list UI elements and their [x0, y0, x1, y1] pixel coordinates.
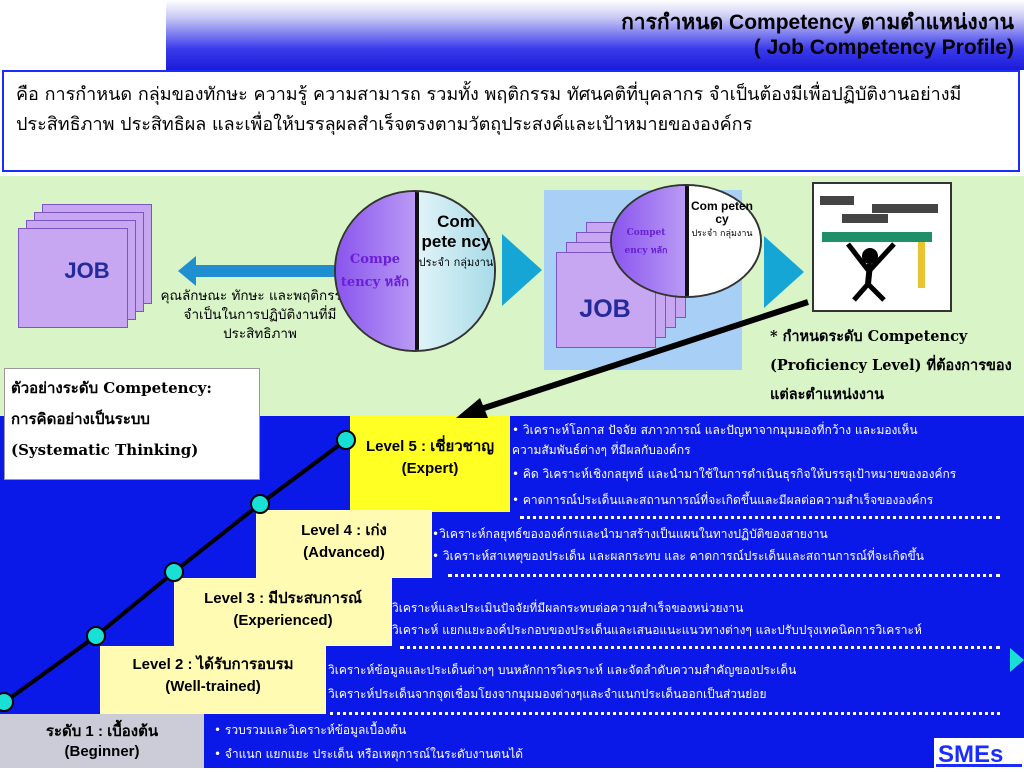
level-3-sub: (Experienced) [233, 612, 333, 629]
chevron-right-icon-2 [764, 236, 804, 308]
logo-text: SMEs [938, 741, 1003, 768]
level-4-bullet: •วิเคราะห์กลยุทธ์ขององค์กรและนำมาสร้างเป… [432, 527, 828, 541]
smes-logo-icon: SMEs [936, 741, 1022, 768]
double-arrow-icon [178, 256, 354, 286]
level-5-bullet: • คาดการณ์ประเด็นและสถานการณ์ที่จะเกิดขึ… [512, 493, 934, 507]
definition-text: คือ การกำหนด กลุ่มของทักษะ ความรู้ ความส… [16, 84, 962, 135]
divider [520, 516, 1000, 519]
level-1-name: ระดับ 1 : เบื้องต้น [45, 723, 159, 740]
level-2-marker [86, 626, 106, 646]
level-2-name: Level 2 : ได้รับการอบรม [132, 656, 294, 673]
level-1-marker [0, 692, 14, 712]
chevron-right-icon [502, 234, 542, 306]
level-1-bullet: • รวบรวมและวิเคราะห์ข้อมูลเบื้องต้น [214, 723, 407, 737]
example-topic: การคิดอย่างเป็นระบบ [11, 410, 150, 428]
level-1-box: ระดับ 1 : เบื้องต้น (Beginner) [0, 714, 204, 768]
divider [400, 646, 1000, 649]
job-label: JOB [64, 258, 110, 283]
core-competency-label: Compe tency หลัก [340, 252, 410, 290]
functional-competency-label: Com pete ncy ประจำ กลุ่มงาน [418, 212, 494, 272]
level-5-bullet: • วิเคราะห์โอกาส ปัจจัย สภาวการณ์ และปัญ… [512, 423, 918, 437]
small-chevron-icon [1010, 648, 1024, 672]
level-4-name: Level 4 : เก่ง [301, 522, 387, 539]
example-box: ตัวอย่างระดับ Competency: การคิดอย่างเป็… [4, 368, 260, 480]
proficiency-note: * กำหนดระดับ Competency (Proficiency Lev… [770, 328, 1012, 403]
level-5-name: Level 5 : เชี่ยวชาญ [365, 438, 495, 455]
title-banner: การกำหนด Competency ตามตำแหน่งงาน ( Job … [166, 0, 1024, 70]
level-2-bullet: วิเคราะห์ประเด็นจากจุดเชื่อมโยงจากมุมมอง… [328, 687, 767, 701]
level-4-bullet: • วิเคราะห์สาเหตุของประเด็น และผลกระทบ แ… [432, 549, 924, 563]
level-4-sub: (Advanced) [303, 544, 385, 561]
level-1-bullet: • จำแนก แยกแยะ ประเด็น หรือเหตุการณ์ในระ… [214, 747, 524, 761]
level-5-box: Level 5 : เชี่ยวชาญ (Expert) [350, 416, 510, 512]
level-1-sub: (Beginner) [64, 743, 140, 760]
measuring-clipart [812, 182, 952, 312]
arrow-head-icon [456, 398, 488, 418]
example-heading: ตัวอย่างระดับ Competency: [11, 379, 212, 397]
pointer-arrow [477, 299, 809, 413]
level-5-bullet: • คิด วิเคราะห์เชิงกลยุทธ์ และนำมาใช้ในก… [512, 467, 957, 481]
example-topic-en: (Systematic Thinking) [11, 441, 199, 459]
level-5-sub: (Expert) [401, 460, 459, 477]
page-subtitle: ( Job Competency Profile) [753, 36, 1014, 59]
divider [330, 712, 1000, 715]
divider [448, 574, 1000, 577]
level-5-marker [336, 430, 356, 450]
smes-logo: SMEs [934, 738, 1024, 768]
definition-box: คือ การกำหนด กลุ่มของทักษะ ความรู้ ความส… [2, 70, 1020, 172]
functional-competency-sub-2: ประจำ กลุ่มงาน [691, 229, 753, 239]
arrow-description: คุณลักษณะ ทักษะ และพฤติกรรมที่จำเป็นในกา… [160, 288, 360, 342]
job-label-2: JOB [579, 295, 631, 323]
functional-competency-label-2: Com peten cy ประจำ กลุ่มงาน [686, 200, 758, 240]
level-2-sub: (Well-trained) [165, 678, 261, 695]
level-2-bullet: วิเคราะห์ข้อมูลและประเด็นต่างๆ บนหลักการ… [328, 663, 797, 677]
level-2-box: Level 2 : ได้รับการอบรม (Well-trained) [100, 646, 326, 714]
competency-circle [334, 190, 496, 352]
level-4-marker [250, 494, 270, 514]
functional-competency-title-2: Com peten cy [690, 199, 753, 226]
level-3-bullet: วิเคราะห์และประเมินปัจจัยที่มีผลกระทบต่อ… [392, 601, 744, 615]
functional-competency-title: Com pete ncy [421, 212, 491, 251]
competency-circle-2 [610, 184, 762, 298]
functional-competency-sub: ประจำ กลุ่มงาน [418, 256, 494, 269]
level-3-name: Level 3 : มีประสบการณ์ [204, 590, 362, 607]
level-4-box: Level 4 : เก่ง (Advanced) [256, 510, 432, 578]
page-title: การกำหนด Competency ตามตำแหน่งงาน [621, 11, 1014, 34]
level-3-box: Level 3 : มีประสบการณ์ (Experienced) [174, 578, 392, 646]
level-3-marker [164, 562, 184, 582]
level-3-bullet: วิเคราะห์ แยกแยะองค์ประกอบของประเด็นและเ… [392, 623, 922, 637]
core-competency-label-2: Compet ency หลัก [624, 228, 668, 256]
level-5-bullet: ความสัมพันธ์ต่างๆ ที่มีผลกับองค์กร [512, 443, 691, 457]
person-measuring-icon [820, 196, 938, 302]
